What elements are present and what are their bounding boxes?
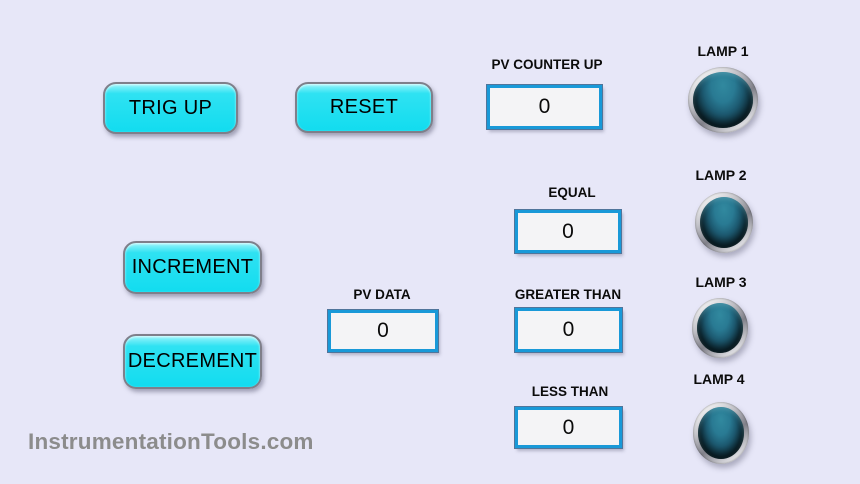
greater-than-label: GREATER THAN: [514, 287, 622, 302]
greater-than-display[interactable]: 0: [515, 308, 622, 352]
trig-up-button[interactable]: TRIG UP: [103, 82, 238, 134]
increment-button[interactable]: INCREMENT: [123, 241, 262, 294]
pv-data-label: PV DATA: [353, 287, 411, 302]
lamp-3-label: LAMP 3: [695, 274, 747, 290]
lamp-2-indicator-icon: [695, 192, 753, 253]
equal-display[interactable]: 0: [515, 210, 621, 253]
less-than-display[interactable]: 0: [515, 407, 622, 448]
lamp-1-label: LAMP 1: [697, 43, 749, 59]
pv-data-display[interactable]: 0: [328, 310, 438, 352]
equal-label: EQUAL: [548, 185, 596, 200]
lamp-2-glass: [700, 197, 748, 248]
watermark: InstrumentationTools.com: [28, 429, 314, 454]
pv-counter-up-display[interactable]: 0: [487, 85, 602, 129]
reset-button[interactable]: RESET: [295, 82, 433, 133]
lamp-1-indicator-icon: [688, 67, 758, 133]
decrement-button[interactable]: DECREMENT: [123, 334, 262, 389]
pv-counter-up-value: 0: [538, 95, 551, 118]
lamp-3-glass: [697, 303, 743, 353]
equal-value: 0: [562, 219, 574, 243]
lamp-4-label: LAMP 4: [693, 371, 745, 387]
less-than-value: 0: [562, 415, 575, 439]
greater-than-value: 0: [562, 318, 575, 341]
lamp-2-label: LAMP 2: [695, 167, 747, 183]
less-than-label: LESS THAN: [531, 384, 609, 399]
lamp-3-indicator-icon: [692, 298, 748, 358]
lamp-4-indicator-icon: [693, 402, 749, 464]
lamp-4-glass: [698, 407, 744, 459]
lamp-1-glass: [693, 72, 753, 128]
pv-data-value: 0: [377, 319, 389, 342]
pv-counter-up-label: PV COUNTER UP: [491, 57, 603, 72]
